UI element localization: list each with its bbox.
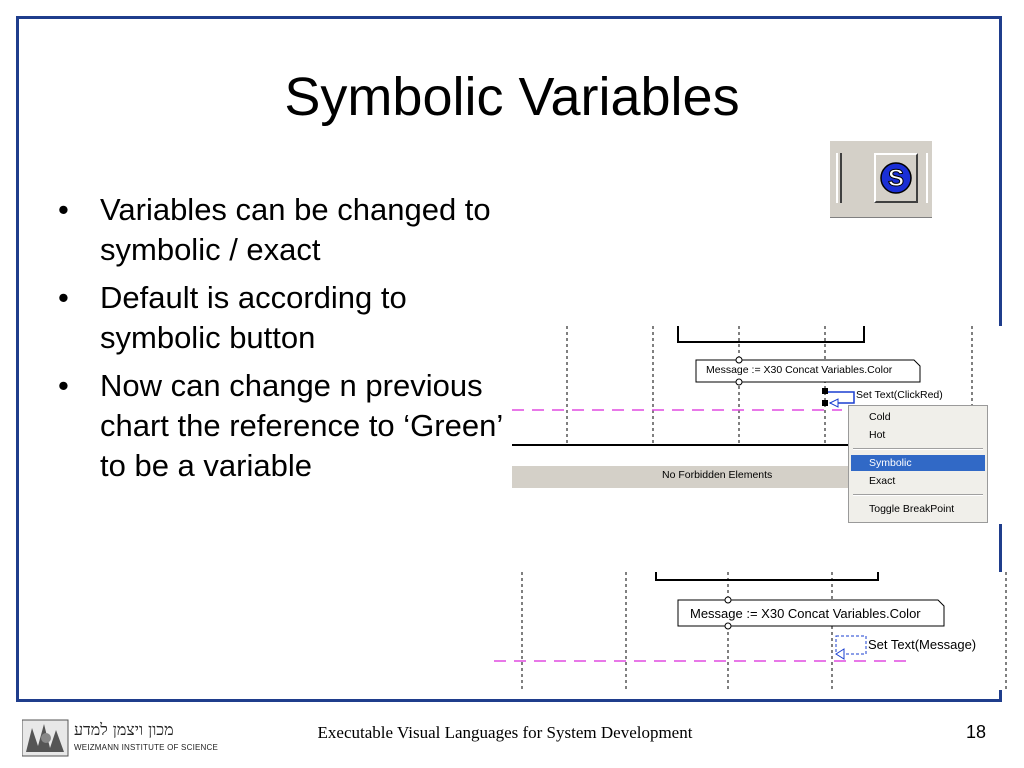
context-menu: Cold Hot Symbolic Exact Toggle BreakPoin… bbox=[848, 405, 988, 523]
chart2-canvas bbox=[494, 572, 1007, 690]
logo-english-text: WEIZMANN INSTITUTE OF SCIENCE bbox=[74, 743, 219, 752]
bullet-list: • Variables can be changed to symbolic /… bbox=[58, 190, 518, 494]
menu-item-hot[interactable]: Hot bbox=[869, 429, 886, 441]
chart-screenshot-1: Message := X30 Concat Variables.Color Se… bbox=[512, 326, 1008, 524]
chart2-message-note: Message := X30 Concat Variables.Color bbox=[690, 606, 921, 621]
symbolic-s-letter: S bbox=[888, 165, 904, 192]
chart2-method-label: Set Text(Message) bbox=[868, 637, 977, 652]
chart1-forbidden-label: No Forbidden Elements bbox=[662, 469, 773, 481]
bullet-item: • Now can change n previous chart the re… bbox=[58, 366, 518, 486]
menu-separator bbox=[853, 448, 983, 450]
bullet-text: Variables can be changed to symbolic / e… bbox=[100, 192, 491, 267]
bullet-text: Now can change n previous chart the refe… bbox=[100, 368, 503, 483]
toolbar-separator bbox=[836, 153, 842, 203]
menu-item-cold[interactable]: Cold bbox=[869, 411, 891, 423]
bullet-dot: • bbox=[58, 192, 69, 227]
footer-title: Executable Visual Languages for System D… bbox=[317, 723, 693, 742]
page-number: 18 bbox=[966, 722, 987, 742]
bullet-item: • Default is according to symbolic butto… bbox=[58, 278, 518, 358]
toolbar-separator bbox=[926, 153, 932, 203]
chart1-method-label: Set Text(ClickRed) bbox=[856, 389, 943, 401]
slide-title: Symbolic Variables bbox=[284, 67, 740, 127]
weizmann-logo bbox=[22, 719, 69, 757]
toolbar-snippet: S bbox=[830, 140, 932, 218]
logo-hebrew-text: מכון ויצמן למדע bbox=[74, 720, 174, 739]
symbolic-s-icon: S bbox=[880, 162, 912, 194]
chart1-message-note: Message := X30 Concat Variables.Color bbox=[706, 364, 893, 376]
bullet-dot: • bbox=[58, 280, 69, 315]
chart-screenshot-2: Message := X30 Concat Variables.Color Se… bbox=[494, 572, 1010, 690]
bullet-text: Default is according to symbolic button bbox=[100, 280, 407, 355]
menu-separator bbox=[853, 494, 983, 496]
chart1-canvas bbox=[512, 326, 973, 488]
bullet-dot: • bbox=[58, 368, 69, 403]
menu-item-toggle-breakpoint[interactable]: Toggle BreakPoint bbox=[869, 503, 955, 515]
symbolic-button[interactable]: S bbox=[874, 153, 918, 203]
menu-item-exact[interactable]: Exact bbox=[869, 475, 896, 487]
menu-item-symbolic[interactable]: Symbolic bbox=[851, 455, 985, 471]
bullet-item: • Variables can be changed to symbolic /… bbox=[58, 190, 518, 270]
